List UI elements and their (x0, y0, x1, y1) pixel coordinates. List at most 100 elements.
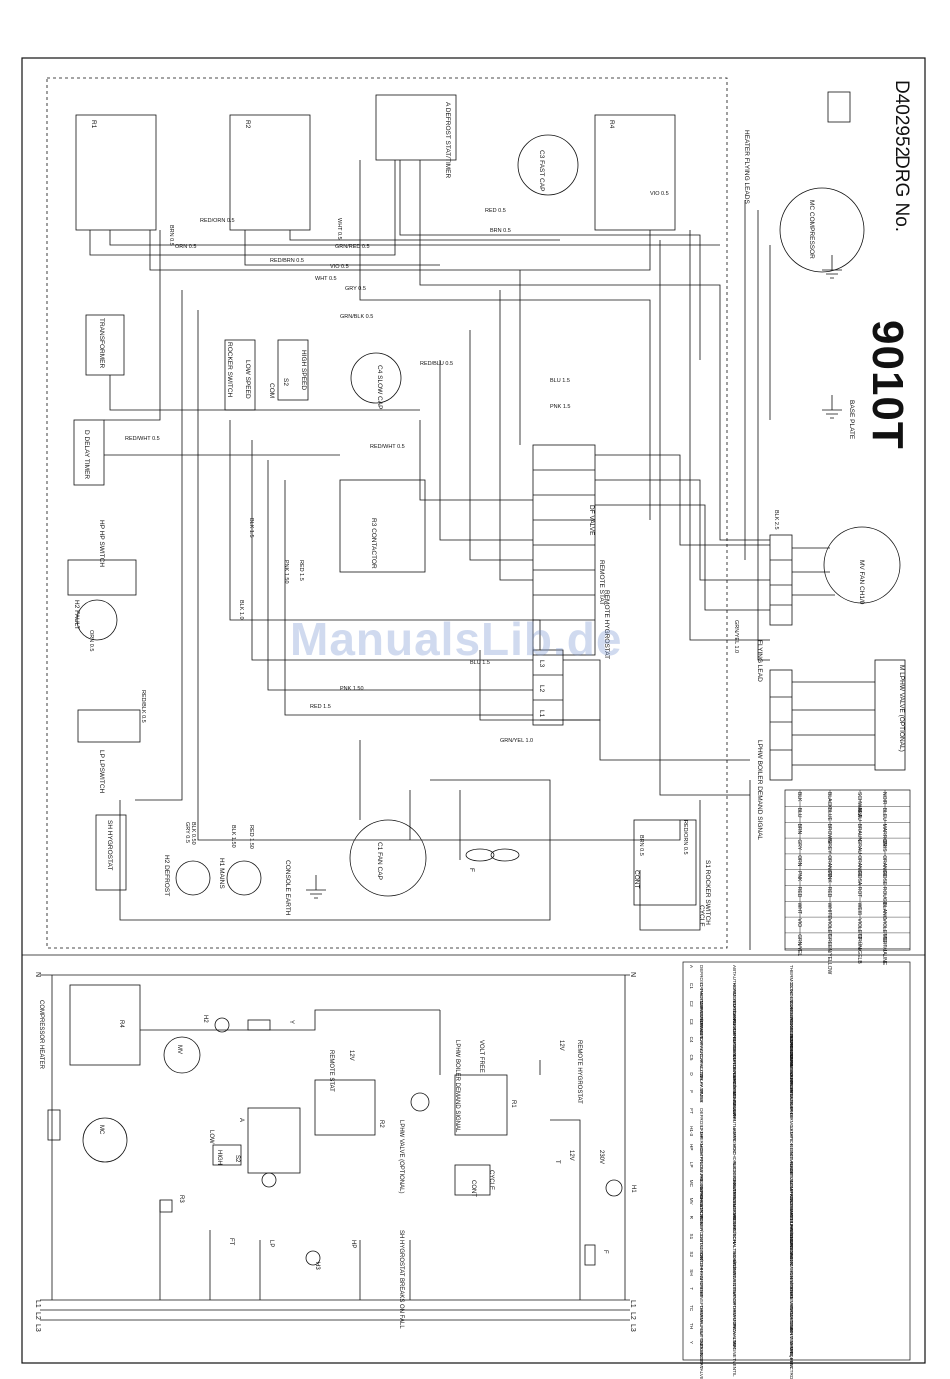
legend-table-cell: KOMPRESSORMOTOR (732, 1180, 737, 1231)
watermark: ManualsLib.de (290, 613, 623, 665)
legend-table-cell: VERZÖGERUNGSUHR (732, 1072, 738, 1122)
colour-table-cell: SCHWARZ (856, 792, 862, 817)
colour-table-cell: WHITE (826, 903, 832, 920)
legend-table-cell: COMPRESSEUR (789, 1180, 794, 1217)
svg-text:A: A (238, 1118, 244, 1122)
relay-r2 (229, 114, 311, 231)
svg-text:RED/BRN 0.5: RED/BRN 0.5 (270, 258, 304, 264)
svg-text:L1: L1 (629, 1300, 636, 1308)
legend-table-cell: HP (689, 1144, 694, 1150)
legend-table-cell: TRANSFORMATOR (732, 1287, 737, 1329)
svg-text:RED 0.5: RED 0.5 (485, 208, 506, 214)
enclosure-outline (46, 77, 728, 949)
legend-table-cell: DEFROST THERMOSTAT (699, 1108, 704, 1162)
svg-text:LP: LP (268, 1240, 274, 1247)
svg-text:WHT 0.5: WHT 0.5 (336, 218, 342, 240)
svg-text:GRN/YEL 1.0: GRN/YEL 1.0 (733, 620, 739, 653)
legend-table-cell: SICHERUNG (732, 1090, 737, 1118)
legend-table-cell: PROTECTION THERMIQUE (789, 1305, 794, 1364)
svg-text:F: F (468, 868, 475, 872)
colour-table-cell: BLAU (856, 808, 862, 821)
legend-table-cell: KONDENSATOR LANGSAM (732, 1037, 737, 1096)
colour-table-cell: VIO (796, 918, 802, 927)
svg-text:12V: 12V (348, 1050, 354, 1061)
legend-table-cell: H1-3 (689, 1126, 694, 1136)
legend-table-cell: HYGROSTAT (699, 1269, 704, 1297)
legend-table-cell: SCHALTER EIN/AUS (732, 1234, 737, 1278)
svg-text:F: F (602, 1250, 608, 1254)
legend-table-cell: C5 (689, 1055, 694, 1061)
legend-table-cell: SWITCH FAN SPEED (699, 1251, 704, 1297)
svg-text:RED/BLU 0.5: RED/BLU 0.5 (420, 361, 453, 367)
colour-table-cell: BRN (796, 824, 802, 835)
legend-table-cell: D (689, 1072, 694, 1076)
legend-table-cell: PWW-STAT (732, 1323, 737, 1347)
svg-text:MC COMPRESSOR: MC COMPRESSOR (808, 200, 815, 259)
lp-switch (77, 709, 141, 743)
svg-text:HEATER FLYING LEADS: HEATER FLYING LEADS (743, 130, 750, 204)
svg-text:H1: H1 (630, 1185, 636, 1193)
wiring-layout (67, 91, 906, 950)
colour-table-cell: BLEU (881, 808, 887, 821)
legend-table-cell: THERMOSTAT DE DEGIVRAGE (789, 1108, 794, 1175)
svg-text:CONT: CONT (470, 1180, 476, 1197)
valve-terminals (769, 669, 793, 781)
legend-table-cell: SELECTEUR VITESSE VENTILATEUR (789, 1251, 794, 1333)
svg-text:SH HYGROSTAT BREAKS ON FALL: SH HYGROSTAT BREAKS ON FALL (398, 1230, 404, 1329)
lphw-valve-box (874, 659, 906, 771)
legend-table-cell: REINITIALISATION DEFAULT HAUTE PRESSION (789, 1144, 794, 1247)
legend-table-cell: SOLENOID VALVE (699, 1341, 704, 1379)
legend-table-cell: HOCHDRUCKSCHALTER (732, 1144, 737, 1199)
svg-text:L2: L2 (629, 1312, 636, 1320)
wire-labels: BRN 0.5 RED/ORN 0.5 ORN 0.5 RED/BRN 0.5 … (88, 191, 779, 856)
colour-table-cell: NOIR (881, 792, 887, 805)
colour-table-cell: GRAU (856, 839, 862, 854)
h2-fault-lamp (76, 599, 118, 641)
svg-text:HP HP SWITCH: HP HP SWITCH (98, 520, 105, 567)
legend-table-cell: LP (689, 1162, 694, 1168)
svg-text:Y: Y (288, 1020, 294, 1024)
terminal-block (532, 444, 596, 656)
legend-table-cell: MAGNETVENTIL (732, 1341, 737, 1377)
legend-table-cell: S2 (689, 1251, 694, 1257)
svg-text:RED/WHT 0.5: RED/WHT 0.5 (370, 444, 405, 450)
legend-table-cell: C2 (689, 1001, 694, 1007)
legend-table-cell: C3 (689, 1019, 694, 1025)
svg-text:H2 FAULT: H2 FAULT (73, 600, 80, 630)
legend-table-cell: CAPACITOR FAN (699, 1019, 704, 1056)
svg-text:HIGH SPEED: HIGH SPEED (300, 350, 307, 390)
svg-text:BLK 1.0: BLK 1.0 (238, 600, 244, 620)
svg-text:FT: FT (228, 1238, 234, 1246)
h2-defrost-lamp (175, 860, 211, 896)
colour-table-cell: PNK (796, 871, 802, 882)
svg-text:VIO 0.5: VIO 0.5 (650, 191, 669, 197)
c1-fan-cap (349, 819, 427, 897)
legend-table-cell: TRANSFORMER (699, 1287, 704, 1323)
colour-table-cell: BLU (796, 808, 802, 818)
colour-table-cell: GRY (796, 839, 802, 850)
svg-text:S2: S2 (282, 378, 289, 386)
relay-r1 (75, 114, 157, 231)
svg-text:FLYING LEAD: FLYING LEAD (756, 640, 763, 682)
svg-text:BRN 0.5: BRN 0.5 (638, 835, 644, 856)
legend-table-cell: TRANSFORMATEUR (789, 1287, 794, 1332)
svg-text:COMPRESSOR HEATER: COMPRESSOR HEATER (38, 1000, 44, 1070)
colour-table-cell: ROT (856, 887, 862, 898)
svg-text:S2: S2 (234, 1155, 240, 1163)
svg-text:MC: MC (98, 1125, 104, 1135)
svg-text:A DEFROST STAT/TIMER: A DEFROST STAT/TIMER (444, 102, 451, 179)
svg-text:R1: R1 (90, 120, 97, 129)
legend-table-cell: KONDENSATOR BETRIEB (732, 1001, 737, 1057)
legend-table-cell: FT (689, 1108, 694, 1114)
legend-table-cell: FAN MOTOR (699, 1198, 704, 1226)
legend-table-cell: COMPRESSOR MOTOR (699, 1180, 704, 1232)
heater-block (827, 91, 851, 123)
svg-text:R1: R1 (510, 1100, 516, 1108)
svg-text:N: N (629, 972, 636, 977)
legend-table-cell: FUSIBLE (789, 1090, 794, 1109)
legend-table-cell: THERMOSTAT LPHW (789, 1323, 794, 1369)
colour-table-cell: VIOLETT (856, 918, 862, 939)
